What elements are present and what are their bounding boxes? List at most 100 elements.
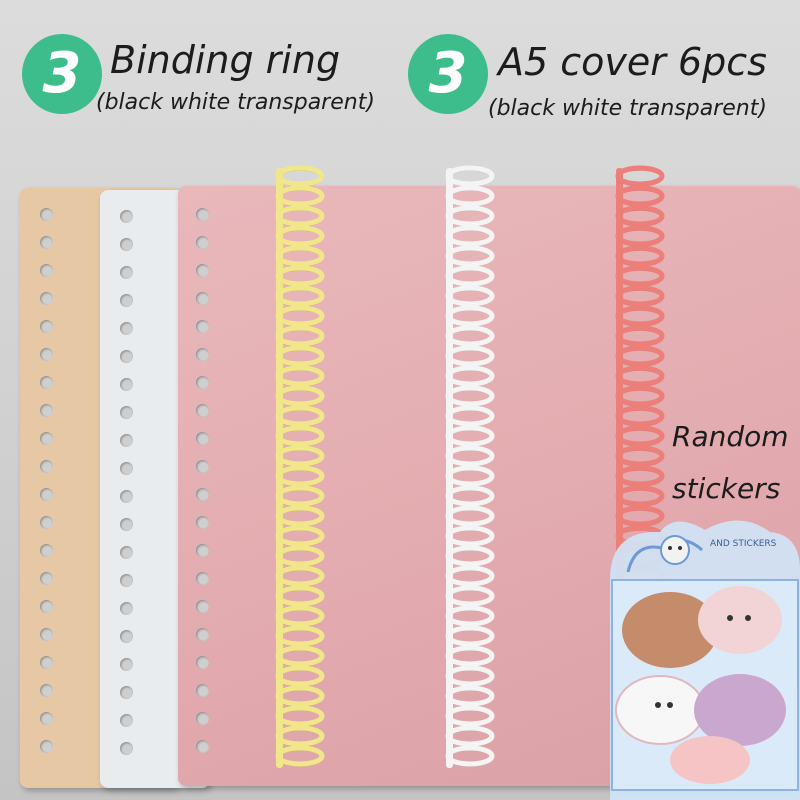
cover-hole xyxy=(120,378,133,391)
cover-hole xyxy=(196,208,209,221)
cover-hole xyxy=(120,294,133,307)
cover-hole xyxy=(120,490,133,503)
binding-loop xyxy=(615,305,665,327)
sticker-pack-brand: AND STICKERS xyxy=(710,539,777,549)
cover-hole xyxy=(120,238,133,251)
binding-loop xyxy=(445,685,495,707)
binding-loop xyxy=(275,705,325,727)
cover-hole xyxy=(120,714,133,727)
binding-loop xyxy=(615,165,665,187)
binding-loop xyxy=(445,585,495,607)
cover-hole xyxy=(196,488,209,501)
cover-hole xyxy=(196,320,209,333)
binding-loop xyxy=(615,185,665,207)
cover-hole xyxy=(196,600,209,613)
binding-loop xyxy=(275,265,325,287)
cover-hole xyxy=(196,292,209,305)
binding-loop xyxy=(615,265,665,287)
cover-hole xyxy=(120,658,133,671)
binding-loop xyxy=(275,285,325,307)
cover-hole xyxy=(40,544,53,557)
cover-subtitle: (black white transparent) xyxy=(488,96,767,121)
binding-loop xyxy=(445,305,495,327)
cover-hole xyxy=(120,350,133,363)
cover-hole xyxy=(196,572,209,585)
random-stickers-line1: Random xyxy=(672,420,789,453)
cover-hole xyxy=(196,376,209,389)
binding-loop xyxy=(445,565,495,587)
binding-loop xyxy=(275,665,325,687)
binding-loop xyxy=(615,325,665,347)
binding-loop xyxy=(615,285,665,307)
cover-hole xyxy=(196,656,209,669)
binding-loop xyxy=(445,605,495,627)
binding-loop xyxy=(275,385,325,407)
cover-hole xyxy=(40,516,53,529)
binding-loop xyxy=(275,485,325,507)
binding-ring-subtitle: (black white transparent) xyxy=(96,90,375,115)
cover-hole xyxy=(120,574,133,587)
binding-loop xyxy=(275,405,325,427)
binding-loop xyxy=(445,285,495,307)
binding-loop xyxy=(445,205,495,227)
binding-loop xyxy=(275,205,325,227)
binding-loop xyxy=(615,385,665,407)
cover-hole xyxy=(40,600,53,613)
cover-hole xyxy=(40,712,53,725)
cover-hole xyxy=(120,742,133,755)
cover-hole xyxy=(40,404,53,417)
cover-hole xyxy=(120,518,133,531)
cover-hole xyxy=(196,264,209,277)
binding-loop xyxy=(275,245,325,267)
cover-hole xyxy=(40,236,53,249)
white-binding-ring xyxy=(445,165,495,768)
cover-hole xyxy=(40,348,53,361)
cover-hole xyxy=(120,602,133,615)
cover-hole xyxy=(120,322,133,335)
random-stickers-line2: stickers xyxy=(672,472,781,505)
cover-hole xyxy=(196,712,209,725)
binding-loop xyxy=(445,545,495,567)
cover-hole xyxy=(196,684,209,697)
binding-loop xyxy=(445,525,495,547)
cover-hole xyxy=(196,740,209,753)
binding-loop xyxy=(275,725,325,747)
cover-hole xyxy=(40,572,53,585)
binding-loop xyxy=(275,685,325,707)
cover-hole xyxy=(40,376,53,389)
cover-hole xyxy=(120,546,133,559)
cover-hole xyxy=(196,628,209,641)
binding-loop xyxy=(445,485,495,507)
cover-hole xyxy=(196,460,209,473)
binding-loop xyxy=(445,345,495,367)
cover-hole xyxy=(40,292,53,305)
cover-hole xyxy=(40,320,53,333)
cover-hole xyxy=(120,630,133,643)
cover-hole xyxy=(40,460,53,473)
binding-loop xyxy=(275,305,325,327)
cover-hole xyxy=(40,432,53,445)
binding-loop xyxy=(615,345,665,367)
cover-hole xyxy=(120,210,133,223)
cover-hole xyxy=(40,208,53,221)
binding-loop xyxy=(445,245,495,267)
cover-hole xyxy=(196,404,209,417)
binding-loop xyxy=(445,645,495,667)
binding-loop xyxy=(615,245,665,267)
binding-loop xyxy=(275,585,325,607)
binding-loop xyxy=(445,505,495,527)
cover-hole xyxy=(40,488,53,501)
binding-loop xyxy=(445,665,495,687)
cover-hole xyxy=(196,432,209,445)
right-count-badge: 3 xyxy=(408,34,488,114)
binding-loop xyxy=(275,165,325,187)
binding-loop xyxy=(445,625,495,647)
binding-loop xyxy=(445,425,495,447)
binding-loop xyxy=(275,645,325,667)
binding-loop xyxy=(275,225,325,247)
binding-loop xyxy=(445,385,495,407)
binding-loop xyxy=(275,565,325,587)
cover-hole xyxy=(120,686,133,699)
binding-loop xyxy=(445,365,495,387)
binding-loop xyxy=(445,725,495,747)
